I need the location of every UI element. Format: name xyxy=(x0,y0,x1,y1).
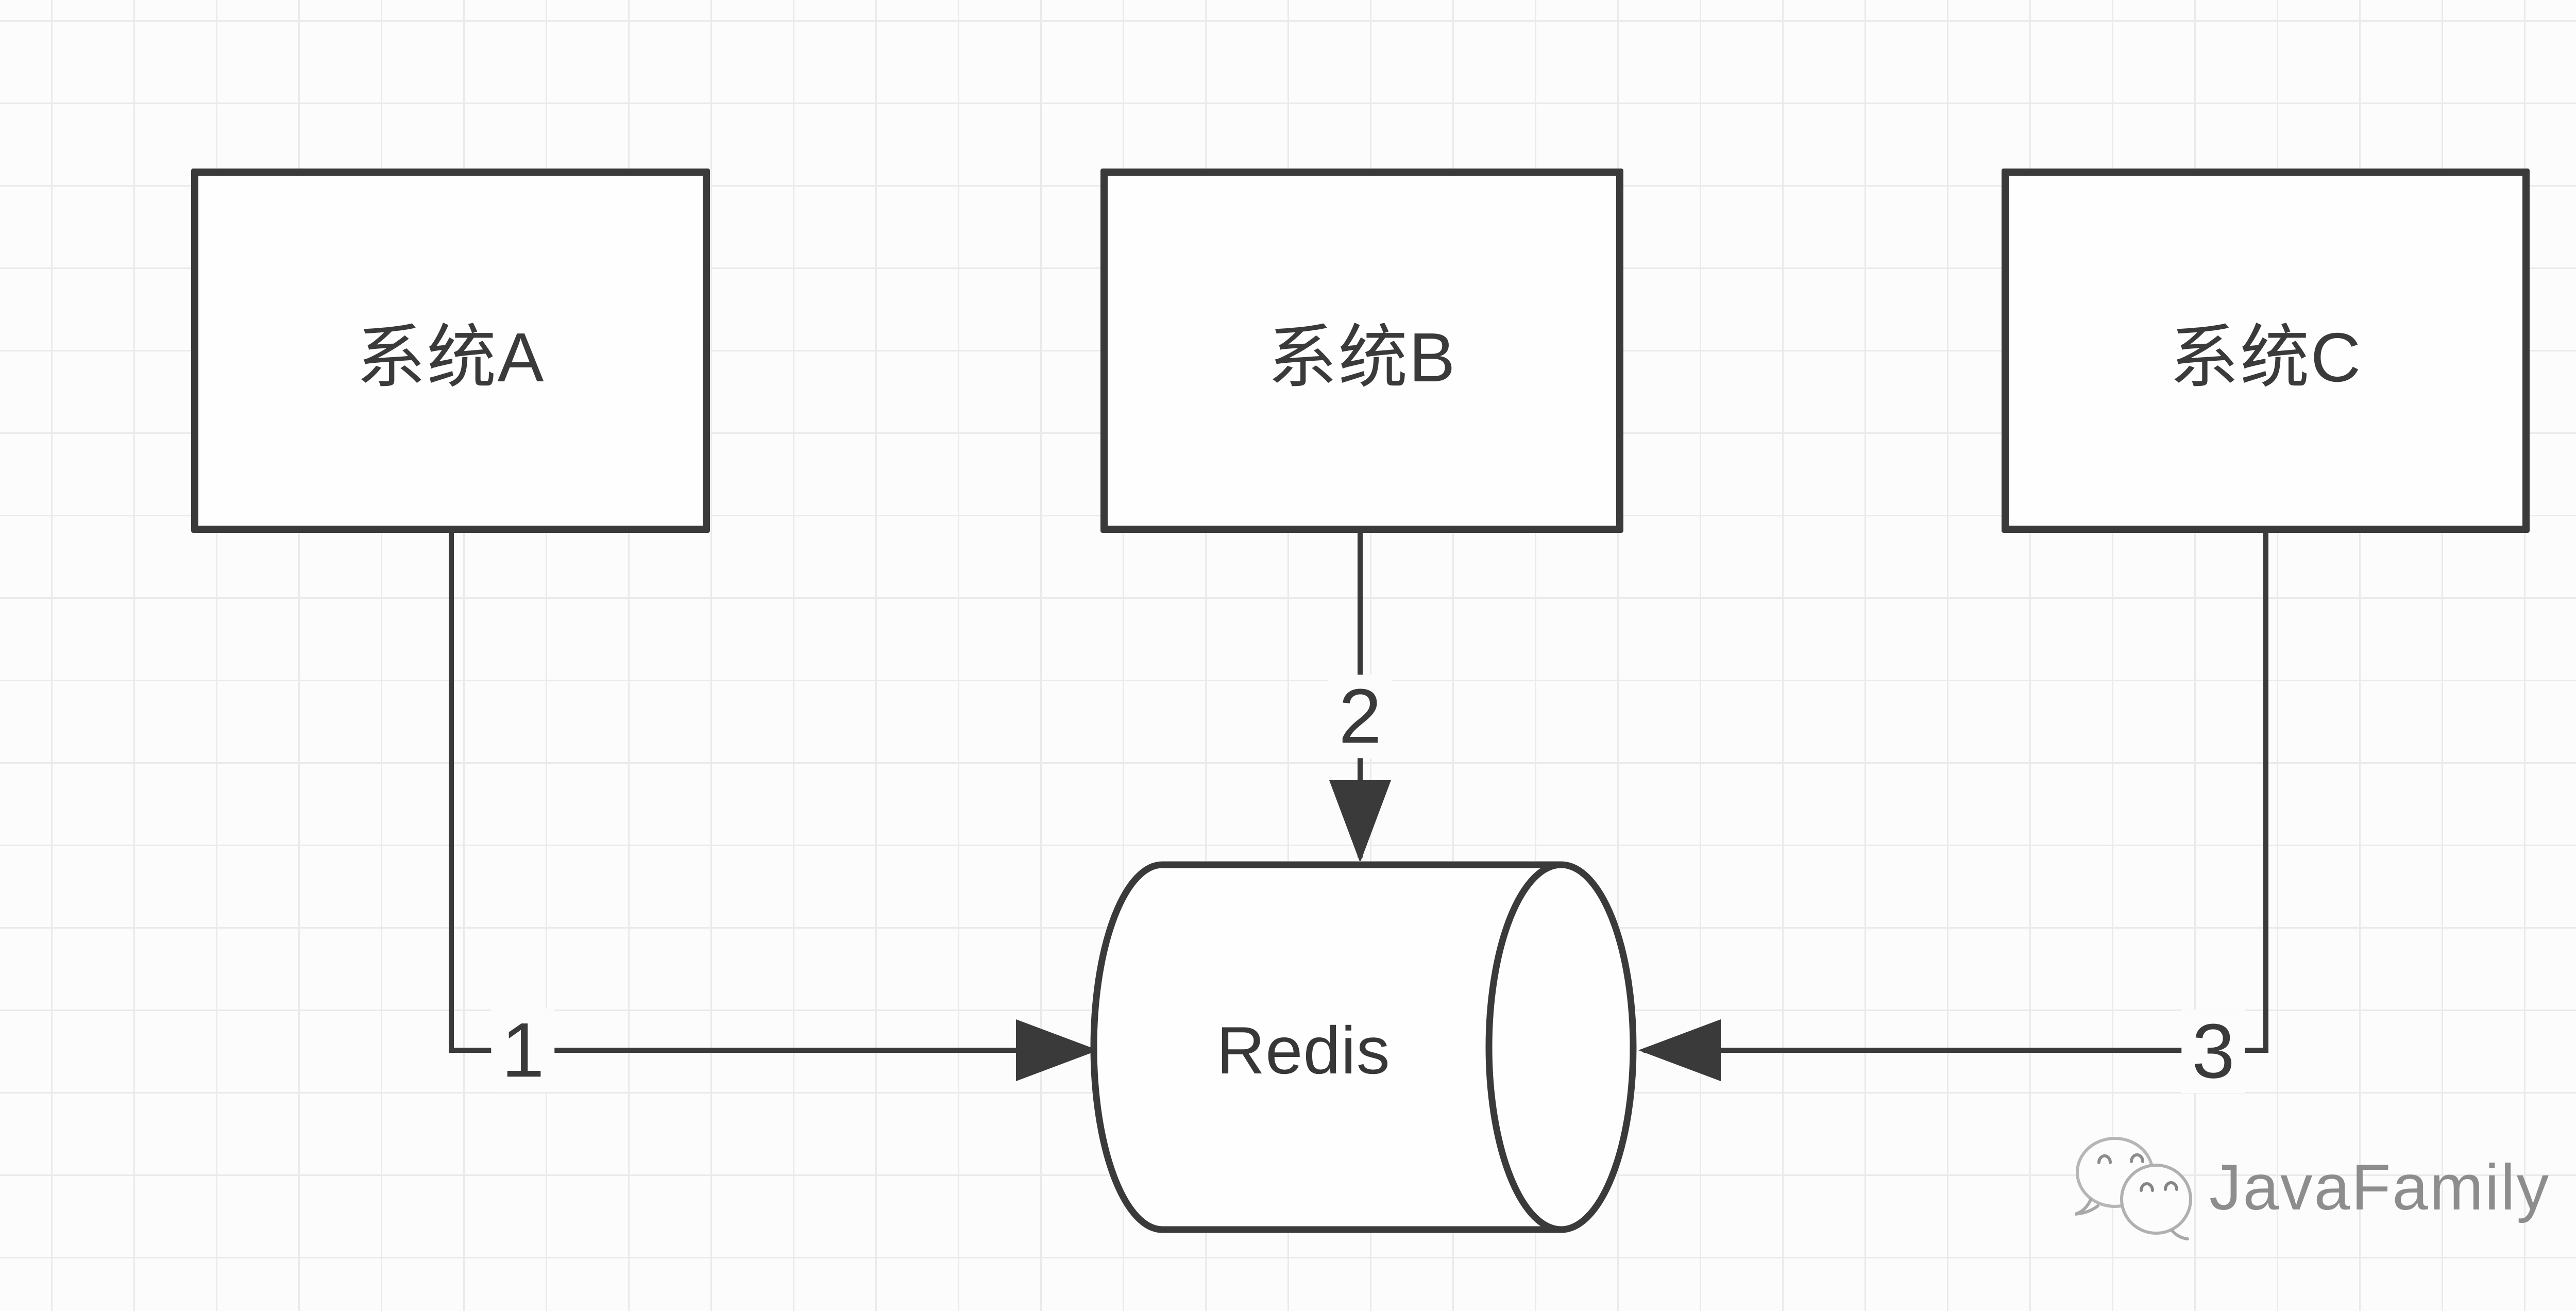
node-system-c: 系统C xyxy=(2002,169,2530,533)
edge-label-2: 2 xyxy=(1328,675,1392,758)
node-system-a: 系统A xyxy=(191,169,710,533)
node-system-b: 系统B xyxy=(1100,169,1623,533)
node-system-b-label: 系统B xyxy=(1267,318,1456,396)
edge-c-to-redis xyxy=(1638,533,2268,1081)
chat-bubbles-icon xyxy=(2075,1137,2192,1240)
edge-label-1: 1 xyxy=(491,1009,555,1092)
edge-a-to-redis xyxy=(449,533,1098,1081)
node-system-a-label: 系统A xyxy=(356,318,545,396)
edge-label-3: 3 xyxy=(2181,1010,2245,1093)
watermark: JavaFamily xyxy=(2066,1129,2550,1242)
redis-cylinder xyxy=(1090,861,1637,1233)
node-system-c-label: 系统C xyxy=(2169,318,2362,396)
node-redis-label: Redis xyxy=(1216,1012,1391,1088)
watermark-text: JavaFamily xyxy=(2209,1152,2551,1223)
cylinder-right-cap xyxy=(1485,861,1637,1233)
